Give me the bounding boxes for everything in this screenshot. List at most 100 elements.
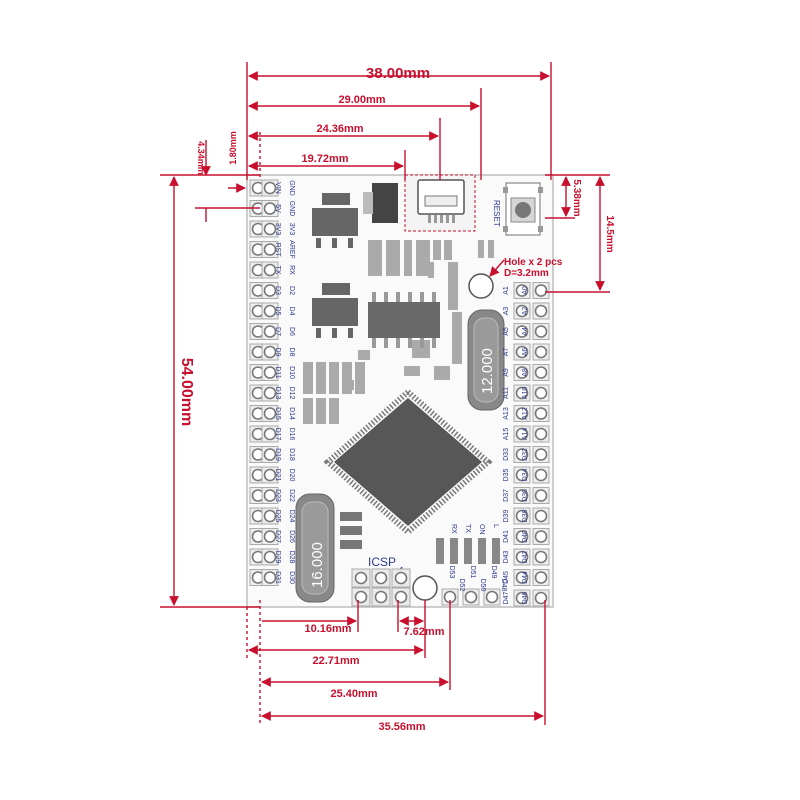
dim-header-span: 35.56mm [378, 721, 425, 733]
pin-d38 [532, 507, 550, 525]
hole-note-line2: D=3.2mm [504, 268, 549, 279]
pin-label-d31: D31 [274, 571, 281, 584]
pin-label-d32: D32 [522, 448, 529, 461]
pin-label-d19: D19 [274, 448, 281, 461]
pin-a14 [532, 425, 550, 443]
pin-gnd-inner [261, 179, 279, 197]
mounting-hole-top [468, 273, 494, 299]
pin-label-d12-inner: D12 [288, 387, 295, 400]
usb-connector [404, 174, 476, 232]
pin-label-d43: D43 [503, 550, 510, 563]
dim-reset-height: 5.38mm [571, 179, 582, 216]
pin-label-d52: D52 [458, 579, 465, 592]
tantalum-capacitor [363, 183, 398, 223]
pin-label-a9: A9 [503, 368, 510, 377]
pin-d18-inner [261, 446, 279, 463]
led-labels: RX TX ON L [450, 524, 499, 535]
pin-label-d34: D34 [522, 468, 529, 481]
dim-usb-center: 24.36mm [316, 123, 363, 135]
pin-d24-inner [261, 507, 279, 525]
pin-d48 [483, 588, 501, 606]
pin-label-a4: A4 [522, 327, 529, 336]
icsp-label: ICSP [368, 555, 396, 569]
crystal-16mhz: 16.000 [295, 493, 335, 603]
pin-label-d14-inner: D14 [288, 407, 295, 420]
voltage-regulator-1 [312, 193, 358, 248]
pin-a11 [513, 384, 531, 402]
pin-labels: VIN5V3V3RSTTXD3D5D7D9D11D13D15D17D19D21D… [274, 180, 529, 604]
dimension-lines [160, 62, 610, 725]
pin-label-d13: D13 [274, 387, 281, 400]
icsp-pin-3 [391, 568, 411, 588]
pin-tx [249, 261, 267, 279]
resistor-array [303, 350, 370, 424]
pin-label-d18-inner: D18 [288, 448, 295, 461]
dim-icsp-width: 10.16mm [304, 623, 351, 635]
pin-d47 [513, 589, 531, 607]
dim-hole-height: 14.5mm [604, 215, 615, 252]
pin-label-d16-inner: D16 [288, 428, 295, 441]
pin-a9 [513, 364, 531, 381]
pin-label-d29: D29 [274, 551, 281, 564]
pin-label-a8: A8 [522, 368, 529, 377]
pin-label-a15: A15 [503, 428, 510, 441]
pin-a13 [513, 405, 531, 422]
pin-d26-inner [261, 528, 279, 545]
pin-d14-inner [261, 405, 279, 422]
pin-a2 [532, 302, 550, 320]
pin-d22-inner [261, 487, 279, 504]
pin-d39 [513, 507, 531, 525]
pin-d6-inner [261, 323, 279, 340]
pin-label-5v: 5V [274, 204, 281, 213]
dim-top-width: 38.00mm [366, 65, 430, 82]
pin-d41 [513, 528, 531, 545]
pin-label-d49: D49 [490, 566, 497, 579]
pin-d35 [513, 466, 531, 484]
dim-hole-offset-y: 4.34mm [196, 141, 206, 175]
hole-note-line1: Hole x 2 pcs [504, 257, 563, 268]
pin-label-d24-inner: D24 [288, 510, 295, 523]
pin-d46 [532, 589, 550, 607]
pin-label-d3: D3 [274, 286, 281, 295]
pin-label-a12: A12 [522, 407, 529, 420]
voltage-regulator-2 [312, 283, 358, 338]
pin-label-a3: A3 [503, 307, 510, 316]
crystal-16mhz-label: 16.000 [309, 542, 326, 588]
pin-label-gnd-inner: GND [288, 201, 295, 217]
pin-a15 [513, 425, 531, 443]
pin-label-d27: D27 [274, 530, 281, 543]
pin-label-d33: D33 [503, 448, 510, 461]
pin-label-a14: A14 [522, 428, 529, 441]
pin-d2-inner [261, 282, 279, 299]
pin-a0 [532, 282, 550, 299]
pin-gnd-inner [261, 200, 279, 217]
pin-d10-inner [261, 364, 279, 381]
pin-label-d37: D37 [503, 489, 510, 502]
pin-label-aref-inner: AREF [288, 240, 295, 259]
pin-label-d4-inner: D4 [288, 307, 295, 316]
pin-a12 [532, 405, 550, 422]
pin-label-d39: D39 [503, 509, 510, 522]
dimension-labels: 38.00mm 29.00mm 24.36mm 19.72mm 1.80mm 4… [178, 65, 615, 733]
pin-label-d53: D53 [448, 566, 455, 579]
pin-d4-inner [261, 302, 279, 320]
pin-d34 [532, 466, 550, 484]
pin-label-d22-inner: D22 [288, 489, 295, 502]
pin-d12-inner [261, 384, 279, 402]
pin-label-d2-inner: D2 [288, 286, 295, 295]
soic-chip [368, 292, 440, 348]
pin-a3 [513, 302, 531, 320]
pin-label-d51: D51 [469, 566, 476, 579]
pin-label-rx-inner: RX [288, 265, 295, 275]
pin-d42 [532, 548, 550, 566]
pin-d32 [532, 446, 550, 463]
pin-label-a11: A11 [503, 387, 510, 399]
pin-rx-inner [261, 261, 279, 279]
pin-d36 [532, 487, 550, 504]
dim-hole-offset-x: 1.80mm [228, 131, 238, 165]
pin-a1 [513, 282, 531, 299]
icsp-pin-1 [351, 568, 371, 588]
dim-icsp-hole: 7.62mm [404, 626, 445, 638]
pin-d52 [441, 588, 459, 606]
pin-label-rst: RST [274, 243, 281, 258]
